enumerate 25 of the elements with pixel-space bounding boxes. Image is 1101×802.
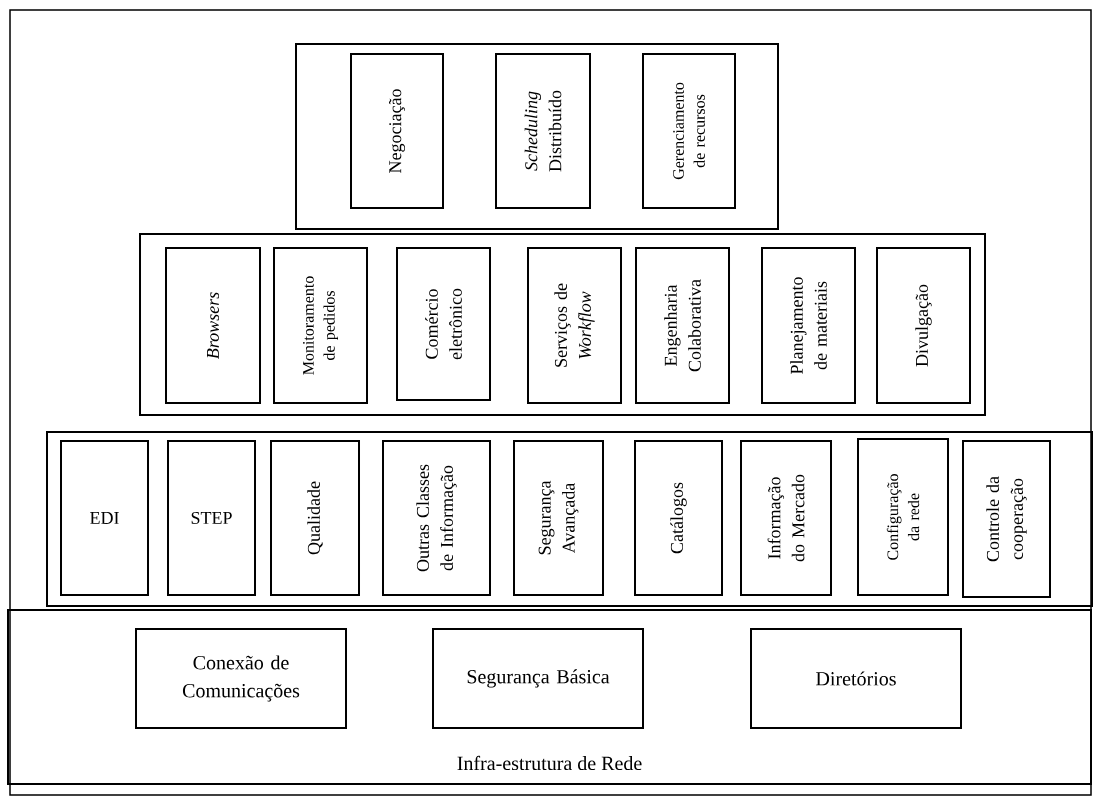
function-box: Scheduling Distribuído — [495, 53, 591, 209]
layer-band — [46, 431, 1093, 607]
function-box: Outras Classes de Informação — [382, 440, 491, 596]
layer-band — [139, 233, 986, 416]
function-box: Serviços de Workflow — [527, 247, 622, 404]
function-box: Browsers — [165, 247, 261, 404]
function-box: Diretórios — [750, 628, 962, 729]
function-box: Catálogos — [634, 440, 723, 596]
function-box: Segurança Avançada — [513, 440, 604, 596]
function-box: Planejamento de materiais — [761, 247, 856, 404]
function-box: Monitoramento de pedidos — [273, 247, 368, 404]
function-box: STEP — [167, 440, 256, 596]
function-box: EDI — [60, 440, 149, 596]
function-box: Segurança Básica — [432, 628, 644, 729]
function-box: Configuração da rede — [857, 438, 949, 596]
function-box: Gerenciamento de recursos — [642, 53, 736, 209]
function-box: Informação do Mercado — [740, 440, 832, 596]
function-box: Conexão de Comunicações — [135, 628, 347, 729]
function-box: Engenharia Colaborativa — [635, 247, 730, 404]
function-box: Negociação — [350, 53, 444, 209]
function-box: Qualidade — [270, 440, 360, 596]
layer-band — [295, 43, 779, 230]
function-box: Controle da cooperação — [962, 440, 1051, 598]
function-box: Divulgação — [876, 247, 971, 404]
function-box: Comércio eletrônico — [396, 247, 491, 401]
